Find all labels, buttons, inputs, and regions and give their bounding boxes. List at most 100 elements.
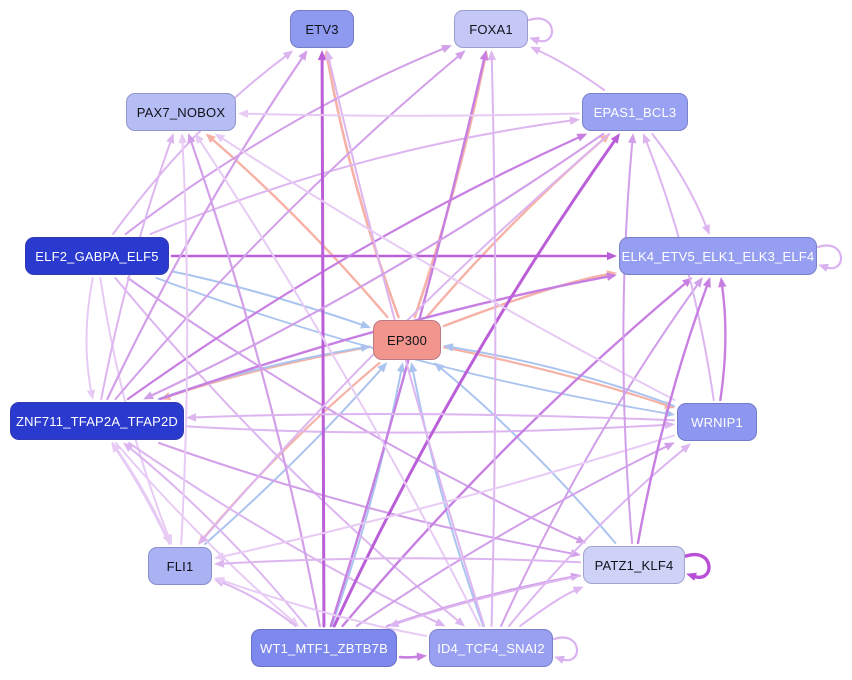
edge-elf2-id4-arrowhead [454,617,466,627]
edge-patz1-epas1-arrowhead [628,133,637,144]
node-pax7[interactable]: PAX7_NOBOX [126,93,236,131]
edge-wrnip1-znf711-arrowhead [186,413,197,422]
edge-patz1-wt1 [396,574,581,625]
edge-patz1-wt1-arrowhead [388,619,400,628]
edge-elf2-elk4-arrowhead [607,251,617,261]
node-patz1[interactable]: PATZ1_KLF4 [583,546,685,584]
node-label: PAX7_NOBOX [136,104,226,120]
self-loop-patz1 [684,552,711,579]
edge-wt1-ep300 [330,369,403,627]
edge-ep300-pax7-arrowhead [205,133,216,144]
edge-wrnip1-ep300-arrowhead [443,343,454,352]
edge-elf2-ep300-arrowhead [360,320,371,329]
edge-wrnip1-fli1 [221,434,675,558]
node-etv3[interactable]: ETV3 [290,10,354,48]
edge-ep300-wrnip1 [442,346,668,407]
edge-wt1-etv3-arrowhead [317,50,327,61]
edge-id4-wrnip1-arrowhead [680,443,691,453]
edge-znf711-etv3-arrowhead [298,50,308,61]
edge-wrnip1-fli1-arrowhead [214,552,225,561]
edge-epas1-znf711-arrowhead [143,391,154,400]
edge-elf2-znf711-arrowhead [86,389,96,400]
node-wrnip1[interactable]: WRNIP1 [677,403,757,441]
node-label: EP300 [386,332,428,348]
edge-id4-ep300-arrowhead [409,362,418,373]
edge-wt1-foxa1-arrowhead [479,50,489,61]
edge-epas1-pax7 [245,112,580,117]
self-loop-elk4 [816,244,842,270]
edge-wrnip1-epas1-arrowhead [642,133,651,144]
edge-wt1-wrnip1 [355,445,668,627]
node-label: FOXA1 [469,21,513,37]
edge-wrnip1-pax7-arrowhead [214,133,226,143]
edge-patz1-elk4 [636,284,709,545]
edge-fli1-pax7-arrowhead [178,133,187,144]
self-loop-patz1-arrowhead [686,572,697,581]
node-epas1[interactable]: EPAS1_BCL3 [582,93,688,131]
node-label: ELK4_ETV5_ELK1_ELK3_ELF4 [621,248,815,264]
edge-znf711-patz1 [158,442,574,555]
edge-znf711-epas1 [126,136,581,401]
edge-id4-elk4 [500,283,699,627]
node-ep300[interactable]: EP300 [373,320,441,360]
node-label: PATZ1_KLF4 [594,557,674,573]
edge-wt1-znf711-arrowhead [123,442,134,452]
edge-wt1-id4 [398,655,420,659]
edge-elf2-znf711 [85,277,94,393]
node-label: ETV3 [305,21,339,37]
edge-wt1-elk4 [341,281,687,628]
edge-epas1-elk4-arrowhead [701,224,710,235]
self-loop-foxa1-arrowhead [529,36,540,45]
edge-fli1-znf711 [115,448,171,545]
edge-wrnip1-elk4-arrowhead [718,277,727,288]
edge-ep300-pax7 [211,138,389,319]
edge-elf2-epas1-arrowhead [569,116,580,125]
edge-znf711-wrnip1 [186,423,668,434]
edge-wt1-wrnip1-arrowhead [664,442,675,451]
node-foxa1[interactable]: FOXA1 [454,10,528,48]
self-loop-id4 [552,636,578,662]
node-id4[interactable]: ID4_TCF4_SNAI2 [429,629,553,667]
edge-epas1-pax7-arrowhead [238,109,249,118]
edge-fli1-pax7 [180,140,189,545]
edge-epas1-znf711 [150,132,605,397]
edge-wt1-ep300-arrowhead [396,362,406,373]
edge-znf711-wt1-arrowhead [288,616,300,627]
edge-id4-etv3-arrowhead [325,50,334,61]
edge-znf711-wrnip1-arrowhead [664,420,675,430]
edge-wt1-pax7 [190,140,321,628]
edge-id4-pax7-arrowhead [194,133,204,144]
node-wt1[interactable]: WT1_MTF1_ZBTB7B [251,629,397,667]
node-label: WRNIP1 [691,414,743,430]
edge-ep300-etv3 [326,57,400,319]
node-fli1[interactable]: FLI1 [148,547,212,585]
edge-wrnip1-ep300 [450,346,675,407]
node-znf711[interactable]: ZNF711_TFAP2A_TFAP2D [10,402,184,440]
edge-elf2-etv3-arrowhead [282,50,294,60]
edge-elf2-ep300 [171,270,364,326]
edge-ep300-elk4 [442,273,610,328]
edge-elf2-foxa1 [124,47,445,235]
edge-elf2-patz1 [126,277,580,541]
edge-znf711-pax7-arrowhead [166,133,175,144]
edge-id4-fli1-arrowhead [214,577,225,585]
edge-id4-fli1 [221,579,427,637]
edge-fli1-znf711-arrowhead [111,442,121,453]
edge-fli1-ep300 [204,367,383,545]
edge-wt1-fli1 [221,581,297,627]
edge-id4-patz1 [519,589,577,627]
edge-elf2-id4 [114,277,460,622]
edge-wrnip1-elk4 [719,284,727,402]
node-elf2[interactable]: ELF2_GABPA_ELF5 [25,237,169,275]
node-label: ID4_TCF4_SNAI2 [437,640,545,656]
node-label: FLI1 [166,558,194,574]
edge-id4-pax7 [198,139,481,627]
node-elk4[interactable]: ELK4_ETV5_ELK1_ELK3_ELF4 [619,237,817,275]
edge-elf2-foxa1-arrowhead [441,45,452,53]
edge-id4-wrnip1 [507,448,685,627]
node-label: ZNF711_TFAP2A_TFAP2D [16,413,178,429]
edge-znf711-etv3 [106,56,304,401]
edge-patz1-epas1 [622,140,634,544]
edge-id4-foxa1-arrowhead [487,50,496,61]
